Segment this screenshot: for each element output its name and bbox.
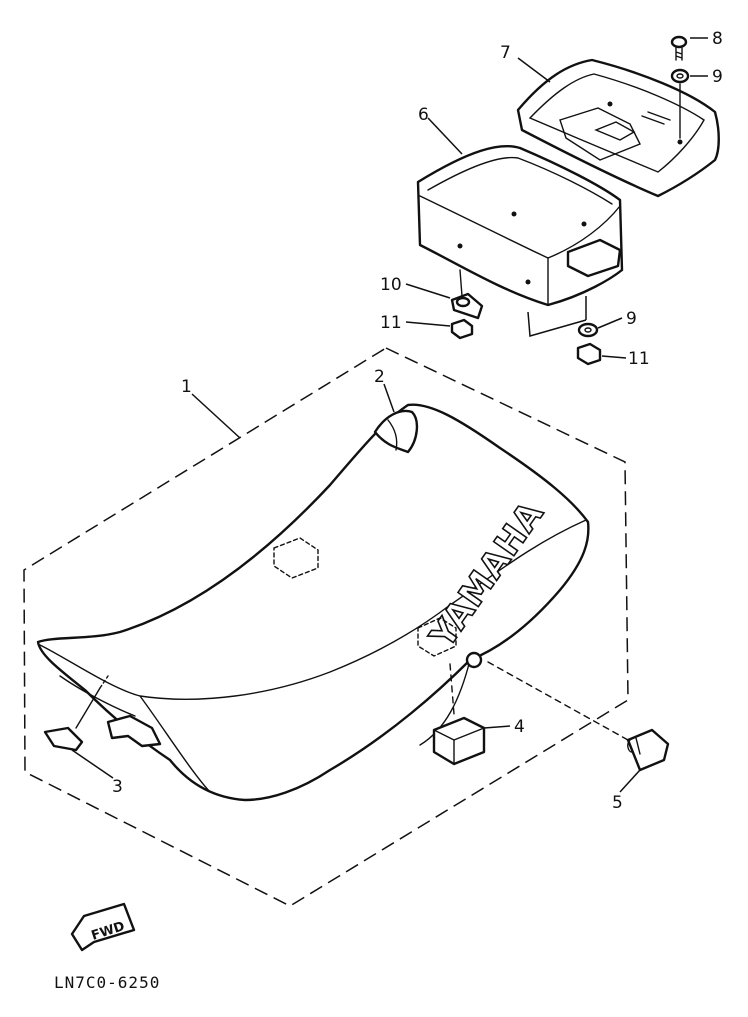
leader-lines bbox=[71, 37, 708, 793]
damper-block bbox=[432, 663, 486, 766]
callout-8: 8 bbox=[712, 29, 723, 49]
seat-assembly-boundary bbox=[23, 347, 629, 907]
seat bbox=[36, 403, 590, 802]
callout-3: 3 bbox=[112, 777, 123, 797]
seat-clip bbox=[373, 409, 419, 454]
callout-9-upper: 9 bbox=[712, 67, 723, 87]
tray-washer bbox=[670, 68, 690, 139]
callout-5: 5 bbox=[612, 793, 623, 813]
tool-box-mount-lines bbox=[527, 296, 587, 337]
tray-screw bbox=[670, 35, 688, 61]
callout-7: 7 bbox=[500, 43, 511, 63]
fwd-arrow: FWD bbox=[70, 902, 136, 952]
callout-10: 10 bbox=[380, 275, 402, 295]
drawing-code: LN7C0-6250 bbox=[54, 973, 160, 992]
seat-hook bbox=[43, 675, 109, 752]
callout-9-lower: 9 bbox=[626, 309, 637, 329]
nut-right bbox=[576, 342, 602, 366]
callout-11-left: 11 bbox=[380, 313, 402, 333]
box-stay-bracket bbox=[450, 269, 484, 320]
callout-4: 4 bbox=[514, 717, 525, 737]
nut-left bbox=[450, 318, 474, 340]
callout-11-right: 11 bbox=[628, 349, 650, 369]
tool-box bbox=[416, 144, 624, 307]
callout-1: 1 bbox=[181, 377, 192, 397]
callout-2: 2 bbox=[374, 367, 385, 387]
seat-bolt bbox=[465, 651, 670, 772]
seat-pad-marker bbox=[273, 537, 319, 579]
callout-6: 6 bbox=[418, 105, 429, 125]
tool-box-tray bbox=[516, 58, 720, 198]
washer-right bbox=[577, 322, 599, 338]
